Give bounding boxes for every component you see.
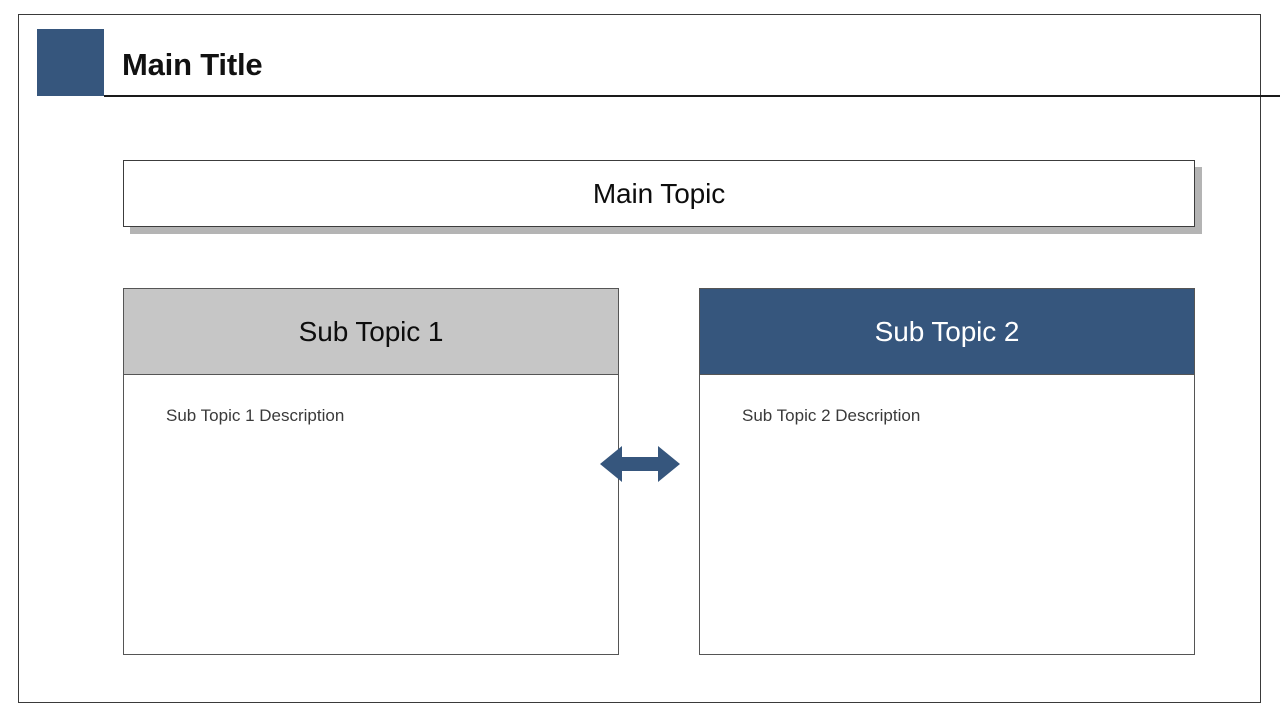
sub-topic-1-description: Sub Topic 1 Description — [166, 406, 345, 425]
sub-topic-2-heading: Sub Topic 2 — [874, 315, 1020, 347]
sub-topic-1-header[interactable]: Sub Topic 1 — [124, 289, 618, 375]
main-topic-block[interactable]: Main Topic — [123, 160, 1202, 234]
sub-topic-2-body: Sub Topic 2 Description — [700, 375, 1194, 427]
main-topic-box[interactable]: Main Topic — [123, 160, 1195, 227]
header-divider — [104, 95, 1280, 97]
page-title: Main Title — [122, 47, 263, 82]
sub-topic-2-description: Sub Topic 2 Description — [742, 406, 921, 425]
main-topic-label: Main Topic — [592, 177, 726, 209]
sub-topic-1-heading: Sub Topic 1 — [298, 315, 444, 347]
sub-topic-2-header[interactable]: Sub Topic 2 — [700, 289, 1194, 375]
double-arrow-horizontal-icon — [600, 444, 680, 484]
sub-topic-card-1[interactable]: Sub Topic 1 Sub Topic 1 Description — [123, 288, 619, 655]
sub-topic-card-2[interactable]: Sub Topic 2 Sub Topic 2 Description — [699, 288, 1195, 655]
sub-topic-1-body: Sub Topic 1 Description — [124, 375, 618, 427]
slide-canvas: Main Title Main Topic Sub Topic 1 Sub To… — [18, 14, 1280, 703]
header-accent-block — [37, 29, 104, 96]
